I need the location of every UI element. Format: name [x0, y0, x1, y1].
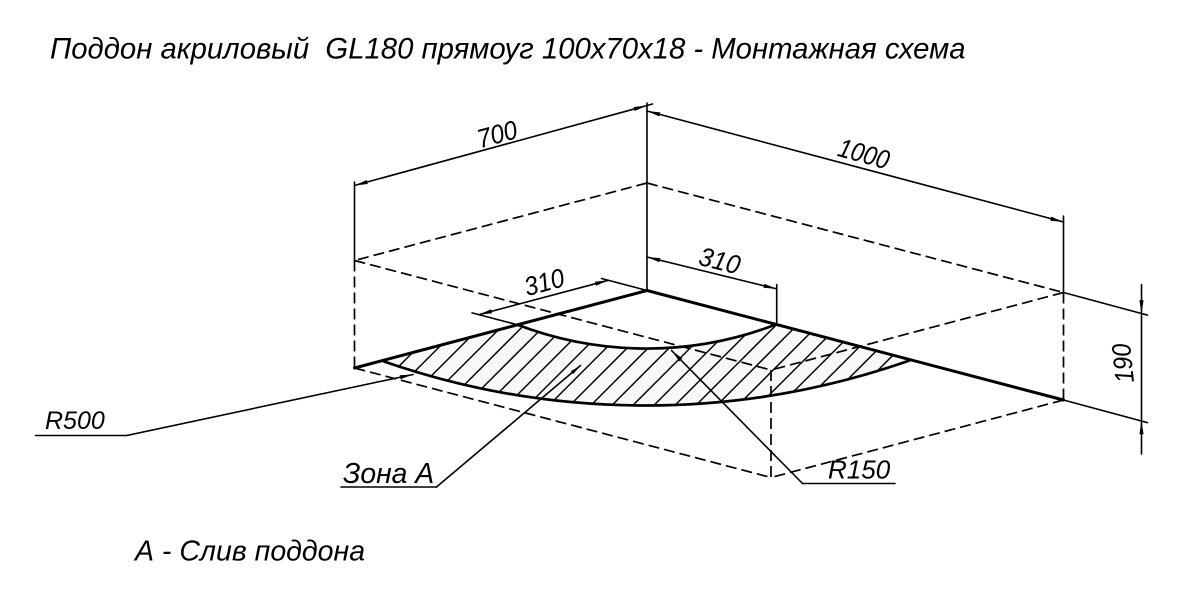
- svg-text:Поддон акриловый GL180 прямоу: Поддон акриловый GL180 прямоуг 100х70х18…: [50, 33, 966, 66]
- svg-text:А - Слив поддона: А - Слив поддона: [133, 536, 365, 568]
- svg-text:Зона А: Зона А: [343, 457, 434, 489]
- svg-text:R500: R500: [45, 407, 105, 435]
- svg-text:R150: R150: [828, 455, 891, 485]
- svg-text:190: 190: [1106, 342, 1140, 385]
